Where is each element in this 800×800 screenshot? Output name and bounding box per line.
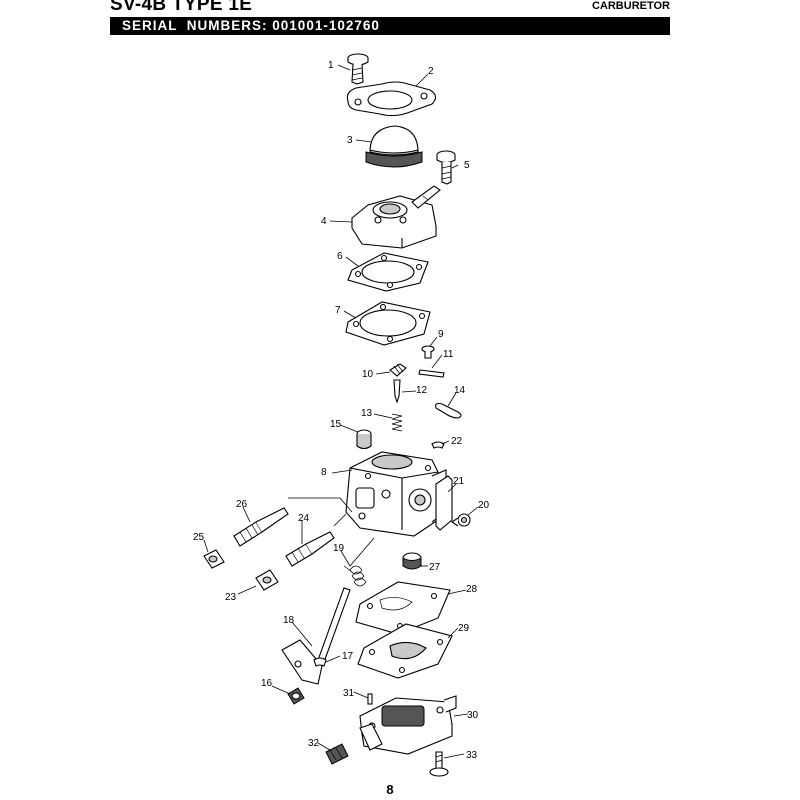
callout-leaders [203,64,479,759]
part-14-o-ring [435,402,462,419]
callout-9: 9 [438,329,444,340]
model-title: SV-4B TYPE 1E [110,0,253,15]
part-29-metering-diaphragm [357,623,453,679]
callout-6: 6 [337,251,343,262]
callout-25: 25 [193,532,205,543]
callout-11: 11 [443,349,454,360]
page-number: 8 [386,782,394,797]
callout-5: 5 [464,160,470,171]
part-23-limiter-cap [255,569,279,591]
part-18-throttle-shaft [281,587,351,685]
part-31-pin [367,693,373,705]
part-13-spring [391,413,403,432]
part-33-screw [429,751,449,777]
part-3-primer-bulb [365,125,423,168]
callout-14: 14 [454,385,466,396]
part-27-welch-plug [402,552,422,570]
callout-21: 21 [453,476,465,487]
serial-label: SERIAL NUMBERS: [122,18,268,33]
callout-15: 15 [330,419,342,430]
part-12-inlet-needle [393,379,401,404]
part-28-gasket [355,581,451,635]
callout-4: 4 [321,216,327,227]
callout-1: 1 [328,60,334,71]
part-16-idle-screw [287,687,305,705]
callout-8: 8 [321,467,327,478]
callout-22: 22 [451,436,463,447]
part-24-mixture-needle [285,531,335,567]
part-17-clip [313,657,327,667]
callout-26: 26 [236,499,248,510]
part-19-throttle-spring [343,565,367,587]
callout-7: 7 [335,305,341,316]
callout-32: 32 [308,738,320,749]
callout-20: 20 [478,500,490,511]
callout-16: 16 [261,678,273,689]
part-2-gasket [346,81,437,117]
section-title: CARBURETOR [591,0,670,12]
serial-range: 001001-102760 [272,18,380,33]
part-20-screw [451,513,471,527]
part-7-pump-gasket [345,301,431,346]
part-9-screw [421,345,435,359]
callout-24: 24 [298,513,310,524]
callout-28: 28 [466,584,478,595]
part-8-carburetor-body [345,451,447,537]
assembly-guide-lines [288,497,375,567]
part-11-lever-pin [418,369,445,378]
part-15-plug [356,429,372,450]
callout-12: 12 [416,385,428,396]
callout-3: 3 [347,135,353,146]
callout-19: 19 [333,543,345,554]
part-1-screw [347,53,369,85]
part-4-pump-cover [351,185,441,249]
part-6-pump-diaphragm [347,252,429,292]
part-5-screw [436,150,456,185]
callout-10: 10 [362,369,374,380]
callout-18: 18 [283,615,295,626]
part-32-screw [325,743,349,765]
callout-29: 29 [458,623,470,634]
callout-23: 23 [225,592,237,603]
callout-17: 17 [342,651,354,662]
part-25-limiter-cap [203,549,225,569]
callout-30: 30 [467,710,479,721]
callout-33: 33 [466,750,478,761]
callout-31: 31 [343,688,355,699]
part-10-metering-lever [389,363,407,377]
callout-labels: 1 2 3 4 5 6 7 8 9 10 11 12 13 14 15 16 1… [193,60,490,761]
serial-number-bar: SERIAL NUMBERS: 001001-102760 [110,17,670,35]
part-26-mixture-needle [233,507,289,547]
callout-27: 27 [429,562,441,573]
part-22-clip [431,441,445,449]
callout-13: 13 [361,408,373,419]
part-30-metering-cover [359,695,457,755]
callout-2: 2 [428,66,434,77]
part-21-filter-gasket [435,475,453,531]
